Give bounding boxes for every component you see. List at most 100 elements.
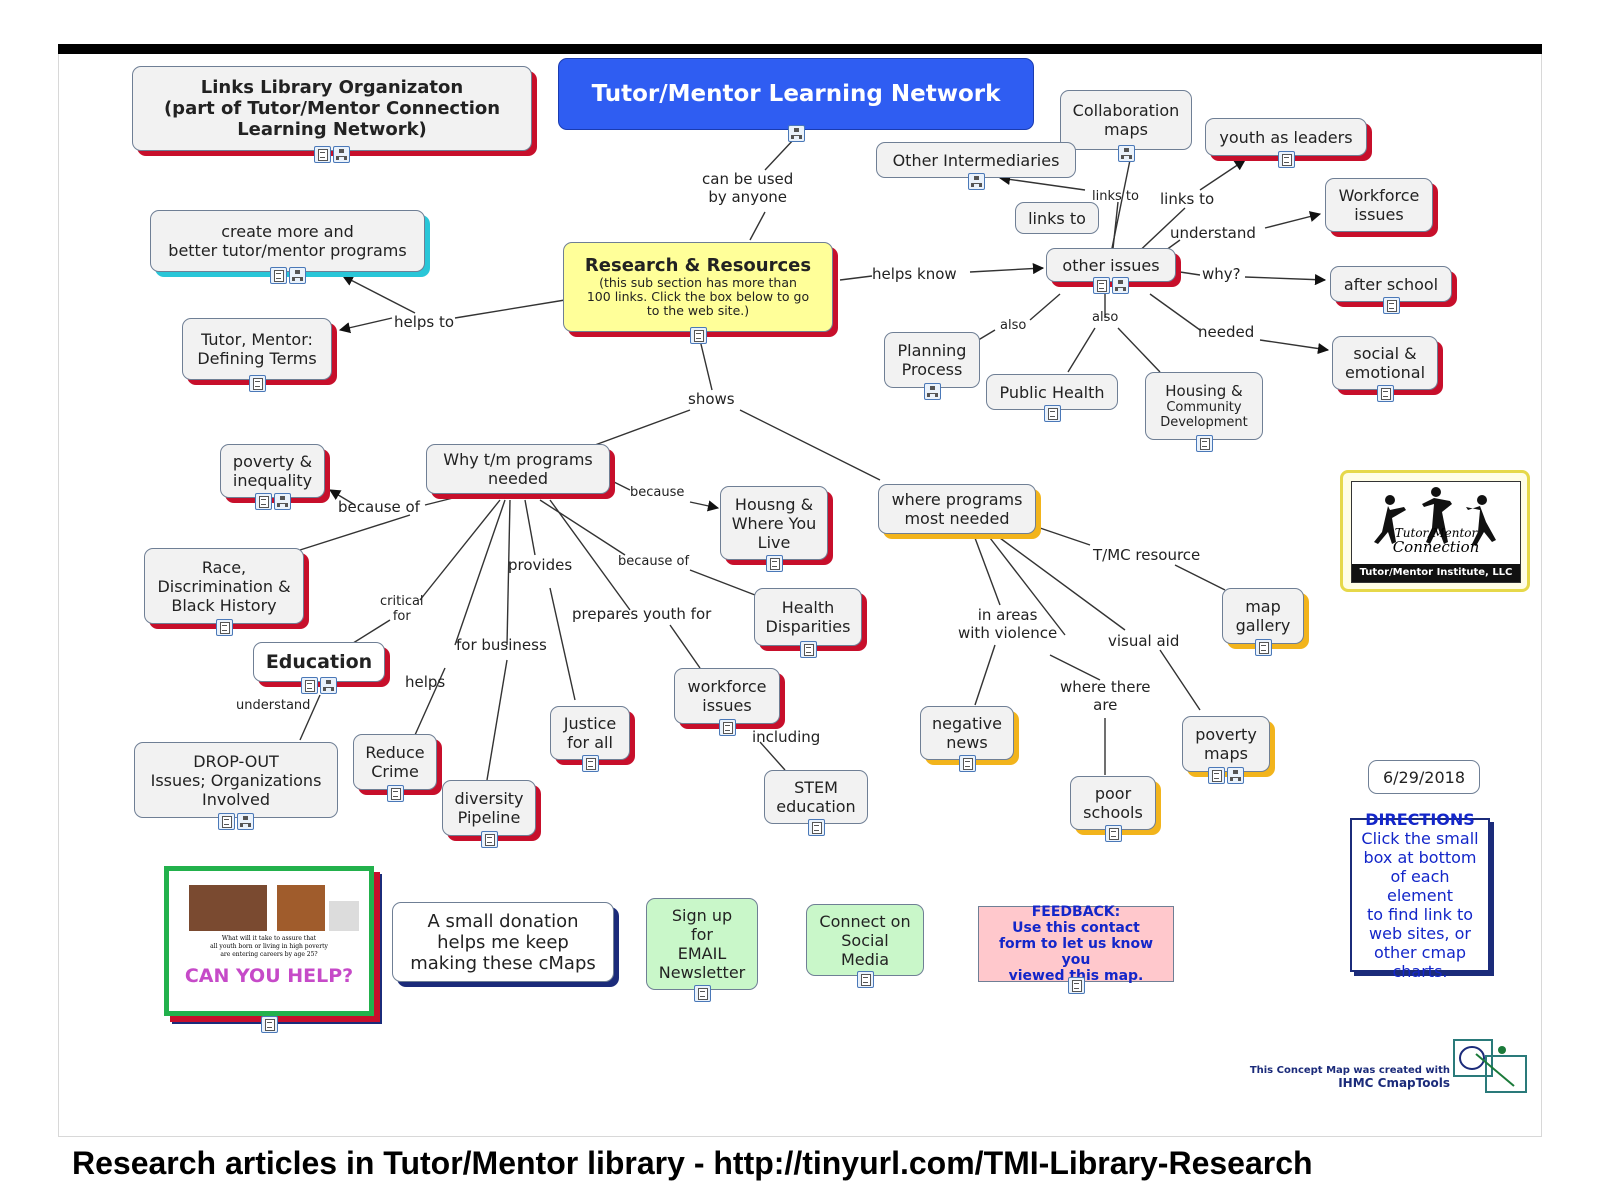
link-label: links to (1092, 189, 1139, 204)
document-icon[interactable] (718, 719, 736, 736)
concept-map-icon[interactable] (320, 677, 337, 694)
document-icon[interactable] (1277, 151, 1295, 168)
create-more-node: create more and better tutor/mentor prog… (150, 210, 425, 284)
donation-box[interactable]: A small donation helps me keep making th… (392, 902, 614, 982)
document-icon[interactable] (958, 755, 976, 772)
link-label: also (1092, 310, 1119, 325)
link-label: helps (405, 673, 446, 691)
link-label: where there are (1060, 678, 1151, 714)
link-label: prepares youth for (572, 605, 712, 623)
email-signup-box: Sign up for EMAIL Newsletter (646, 898, 758, 1002)
document-icon[interactable] (1208, 767, 1225, 784)
links-to-box: links to (1015, 202, 1099, 234)
document-icon[interactable] (1067, 977, 1085, 994)
document-icon[interactable] (269, 267, 287, 284)
link-label: also (1000, 318, 1027, 333)
concept-map-icon[interactable] (967, 173, 985, 190)
document-icon[interactable] (248, 375, 266, 392)
document-icon[interactable] (386, 785, 404, 802)
can-you-help-flyer[interactable]: What will it take to assure that all you… (164, 866, 374, 1033)
flyer-photo (329, 901, 359, 931)
link-label: in areas with violence (958, 606, 1058, 642)
document-icon[interactable] (765, 555, 783, 572)
document-icon[interactable] (689, 327, 707, 344)
planning-process-node: Planning Process (884, 332, 980, 400)
top-rule (58, 44, 1542, 54)
link-label: because (630, 485, 685, 500)
feedback-box: FEEDBACK: Use this contact form to let u… (978, 904, 1174, 994)
reduce-crime-node: Reduce Crime (353, 734, 437, 802)
social-emotional-node: social & emotional (1332, 336, 1438, 402)
race-node: Race, Discrimination & Black History (144, 548, 304, 636)
research-resources-node: Research & Resources (this sub section h… (563, 242, 833, 344)
education-node: Education (253, 642, 385, 694)
poor-schools-node: poor schools (1070, 776, 1156, 842)
poverty-inequality-node: poverty & inequality (220, 444, 325, 510)
negative-news-node: negative news (920, 706, 1014, 772)
document-icon[interactable] (254, 493, 272, 510)
other-intermediaries-node: Other Intermediaries (876, 142, 1076, 190)
concept-map-icon[interactable] (1112, 277, 1129, 294)
logo-caption: Tutor/Mentor Institute, LLC (1352, 564, 1520, 582)
tutor-mentor-logo[interactable]: Tutor/Mentor Connection Tutor/Mentor Ins… (1340, 470, 1530, 592)
document-icon[interactable] (1195, 435, 1213, 452)
concept-map-frame (58, 54, 1542, 1137)
concept-map-icon[interactable] (237, 813, 254, 830)
logo-line-1: Tutor/Mentor (1394, 526, 1478, 540)
document-icon[interactable] (799, 641, 817, 658)
document-icon[interactable] (807, 819, 825, 836)
document-icon[interactable] (215, 619, 233, 636)
document-icon[interactable] (856, 971, 874, 988)
concept-map-icon[interactable] (1117, 145, 1135, 162)
workforce-issues-top-node: Workforce issues (1325, 178, 1433, 232)
defining-terms-node: Tutor, Mentor: Defining Terms (182, 318, 332, 392)
collaboration-maps-node: Collaboration maps (1060, 90, 1192, 162)
document-icon[interactable] (480, 831, 498, 848)
document-icon[interactable] (693, 985, 711, 1002)
link-label: helps know (872, 265, 957, 283)
concept-map-icon[interactable] (333, 146, 350, 163)
link-label: understand (1170, 224, 1256, 242)
document-icon[interactable] (1093, 277, 1110, 294)
public-health-node: Public Health (986, 374, 1118, 422)
where-programs-node: where programs most needed (878, 484, 1036, 534)
link-label: can be used by anyone (702, 170, 794, 206)
flyer-headline: CAN YOU HELP? (184, 965, 354, 987)
document-icon[interactable] (1376, 385, 1394, 402)
document-icon[interactable] (1254, 639, 1272, 656)
link-label: for business (456, 636, 547, 654)
health-disparities-node: Health Disparities (754, 588, 862, 658)
document-icon[interactable] (301, 677, 318, 694)
page-caption: Research articles in Tutor/Mentor librar… (72, 1145, 1313, 1181)
poverty-maps-node: poverty maps (1182, 716, 1270, 784)
document-icon[interactable] (1043, 405, 1061, 422)
link-label: shows (688, 390, 735, 408)
housing-community-node: Housing & Community Development (1145, 372, 1263, 452)
concept-map-icon[interactable] (273, 493, 291, 510)
document-icon[interactable] (1382, 297, 1400, 314)
document-icon[interactable] (1104, 825, 1122, 842)
flyer-photo (277, 885, 325, 931)
link-label: understand (236, 698, 311, 713)
flyer-photo (189, 885, 267, 931)
link-label: T/MC resource (1093, 546, 1201, 564)
youth-as-leaders-node: youth as leaders (1205, 118, 1367, 168)
concept-map-icon[interactable] (787, 125, 805, 142)
document-icon[interactable] (218, 813, 235, 830)
document-icon[interactable] (260, 1016, 278, 1033)
link-label: why? (1202, 265, 1241, 283)
link-label: because of (618, 554, 690, 569)
link-label: visual aid (1108, 632, 1180, 650)
cmaptools-credit: This Concept Map was created with IHMC C… (1249, 1065, 1450, 1090)
map-gallery-node: map gallery (1222, 588, 1304, 656)
concept-map-icon[interactable] (288, 267, 306, 284)
why-programs-node: Why t/m programs needed (426, 444, 610, 494)
document-icon[interactable] (314, 146, 331, 163)
concept-map-icon[interactable] (923, 383, 941, 400)
concept-map-icon[interactable] (1227, 767, 1244, 784)
flyer-tagline: What will it take to assure that all you… (210, 935, 328, 958)
link-label: critical for (380, 594, 424, 624)
document-icon[interactable] (581, 755, 599, 772)
social-media-box: Connect on Social Media (806, 904, 924, 988)
